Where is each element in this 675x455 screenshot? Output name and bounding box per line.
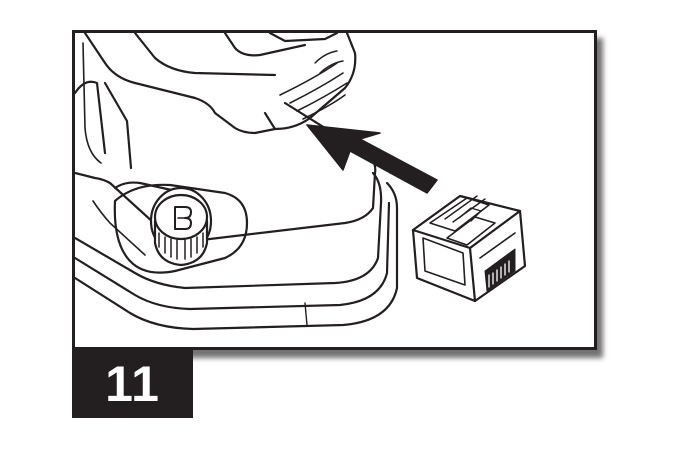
insert-arrow [306, 124, 438, 194]
appliance-base [75, 42, 399, 331]
step-number-badge: 11 [72, 350, 193, 418]
battery-insertion-illustration [75, 33, 527, 331]
illustration-frame [72, 30, 597, 350]
battery-pack [411, 194, 527, 303]
water-tank-cap [113, 183, 249, 274]
battery-slot [83, 33, 357, 135]
step-number: 11 [105, 356, 160, 412]
